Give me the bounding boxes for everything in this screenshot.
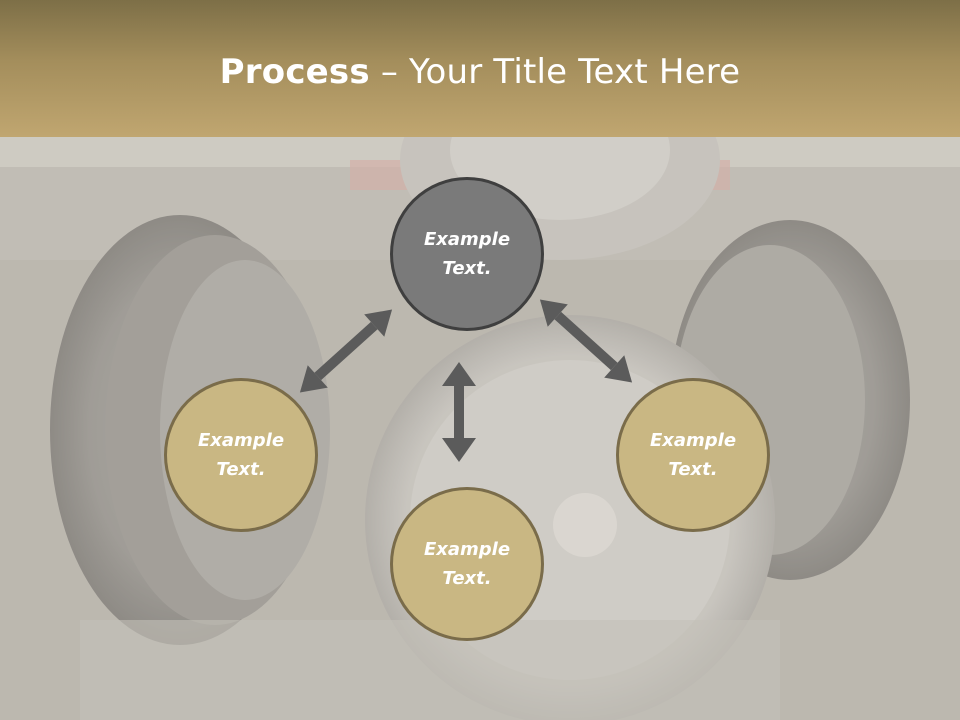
arrow-center-left <box>299 309 393 393</box>
node-left: Example Text. <box>164 378 318 532</box>
slide-title: Process – Your Title Text Here <box>0 52 960 92</box>
title-bar <box>0 0 960 137</box>
node-left-label: Example Text. <box>197 430 285 480</box>
node-right-label: Example Text. <box>649 430 737 480</box>
arrow-center-bottom <box>442 362 476 462</box>
node-center-label: Example Text. <box>423 229 511 279</box>
node-right: Example Text. <box>616 378 770 532</box>
title-rest: Your Title Text Here <box>409 52 741 92</box>
arrow-center-right <box>539 299 633 383</box>
title-separator: – <box>369 52 410 92</box>
node-bottom: Example Text. <box>390 487 544 641</box>
title-bold: Process <box>219 52 370 92</box>
node-bottom-label: Example Text. <box>423 539 511 589</box>
node-center: Example Text. <box>390 177 544 331</box>
